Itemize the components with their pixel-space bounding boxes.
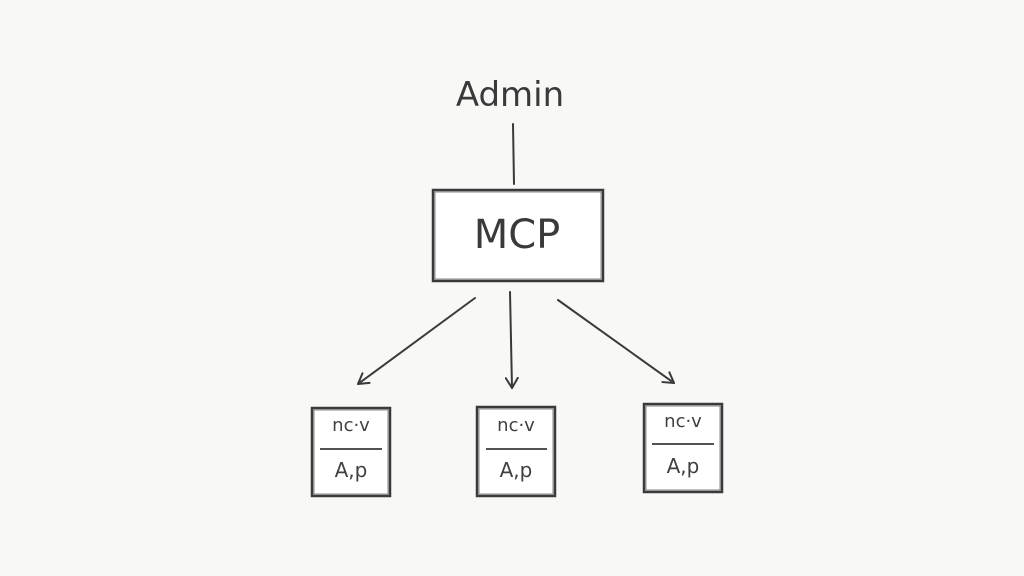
server-node-3: nc·v A,p [642, 402, 724, 494]
node-2-bottom-text: A,p [500, 458, 533, 482]
node-3-bottom-text: A,p [667, 454, 700, 478]
server-node-2: nc·v A,p [475, 405, 557, 498]
node-3-top-text: nc·v [664, 411, 702, 432]
admin-label: Admin [456, 75, 564, 115]
arrow-to-node-2 [504, 291, 519, 389]
mcp-label: MCP [474, 212, 561, 258]
server-node-1: nc·v A,p [310, 406, 392, 498]
arrow-to-node-1 [357, 297, 476, 385]
mcp-box: MCP [431, 188, 605, 283]
admin-to-mcp-line [512, 123, 515, 185]
arrow-to-node-3 [557, 299, 675, 384]
node-1-top-text: nc·v [332, 415, 370, 436]
node-2-top-text: nc·v [497, 415, 535, 436]
node-1-bottom-text: A,p [335, 458, 368, 482]
